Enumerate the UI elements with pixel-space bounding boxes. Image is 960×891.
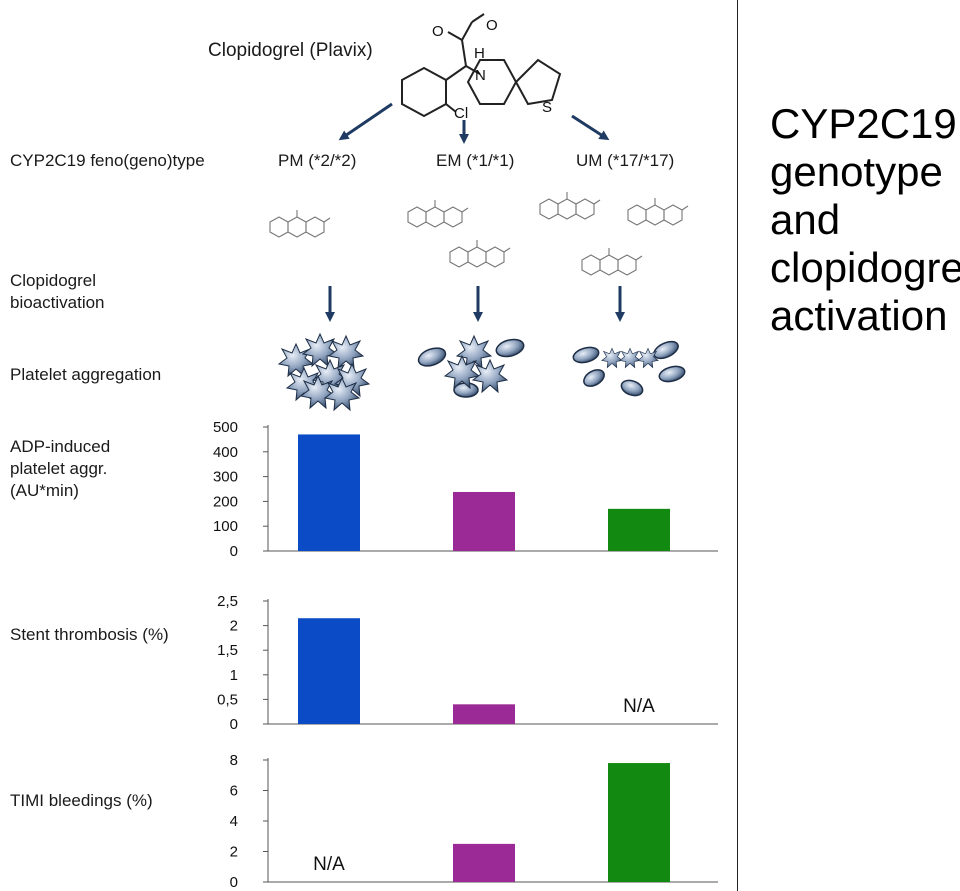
y-tick-label: 2 — [230, 844, 238, 861]
stent-label: Stent thrombosis (%) — [10, 625, 169, 644]
atom-s: S — [542, 99, 552, 116]
platelet-aggregation-um — [572, 340, 686, 397]
bioactivation-arrows — [325, 286, 625, 322]
phenotype-em: EM (*1/*1) — [436, 151, 515, 170]
bioactivation-label-line2: bioactivation — [10, 293, 105, 312]
y-tick-label: 1 — [230, 667, 238, 684]
aggregation-label: Platelet aggregation — [10, 365, 162, 384]
metabolite-structures — [269, 191, 689, 276]
platelet-aggregation-pm — [278, 333, 370, 411]
bar — [298, 434, 360, 551]
bioactivation-label-line1: Clopidogrel — [10, 271, 96, 290]
y-tick-label: 0 — [230, 543, 238, 560]
y-tick-label: 1,5 — [217, 642, 238, 659]
atom-o-carbonyl: O — [432, 23, 444, 40]
y-tick-label: 0,5 — [217, 691, 238, 708]
adp-label-line2: platelet aggr. — [10, 459, 108, 478]
bar — [298, 618, 360, 724]
bar — [608, 763, 670, 882]
atom-h: H — [474, 45, 485, 62]
title-line: and — [770, 196, 841, 243]
y-tick-label: 2,5 — [217, 593, 238, 610]
not-available-label: N/A — [313, 854, 345, 875]
y-tick-label: 2 — [230, 618, 238, 635]
y-tick-label: 200 — [213, 493, 238, 510]
bar — [453, 843, 515, 882]
atom-cl: Cl — [454, 105, 468, 122]
conversion-arrows — [338, 102, 610, 144]
phenotype-um: UM (*17/*17) — [576, 151, 675, 170]
y-tick-label: 0 — [230, 874, 238, 891]
y-tick-label: 0 — [230, 716, 238, 733]
phenotype-row-label: CYP2C19 feno(geno)type — [10, 151, 205, 170]
vertical-divider — [737, 0, 738, 891]
slide-title: CYP2C19 genotype and clopidogrel activat… — [770, 100, 960, 340]
atom-n: N — [475, 67, 486, 84]
y-tick-label: 500 — [213, 419, 238, 436]
platelet-aggregation-em — [417, 335, 525, 398]
y-tick-label: 300 — [213, 469, 238, 486]
bar — [453, 704, 515, 724]
bar — [453, 491, 515, 551]
drug-label: Clopidogrel (Plavix) — [208, 40, 373, 61]
y-tick-label: 8 — [230, 752, 238, 769]
y-tick-label: 6 — [230, 783, 238, 800]
title-line: genotype — [770, 148, 943, 195]
not-available-label: N/A — [623, 696, 655, 717]
title-line: clopidogrel — [770, 244, 960, 291]
phenotype-pm: PM (*2/*2) — [278, 151, 357, 170]
title-line: CYP2C19 — [770, 100, 957, 147]
y-tick-label: 4 — [230, 813, 238, 830]
adp-label-line3: (AU*min) — [10, 481, 79, 500]
timi-label: TIMI bleedings (%) — [10, 791, 153, 810]
y-tick-label: 400 — [213, 444, 238, 461]
bar — [608, 508, 670, 551]
adp-label-line1: ADP-induced — [10, 437, 111, 456]
clopidogrel-structure — [401, 13, 562, 118]
title-line: activation — [770, 292, 948, 339]
atom-o-ester: O — [486, 17, 498, 34]
y-tick-label: 100 — [213, 518, 238, 535]
